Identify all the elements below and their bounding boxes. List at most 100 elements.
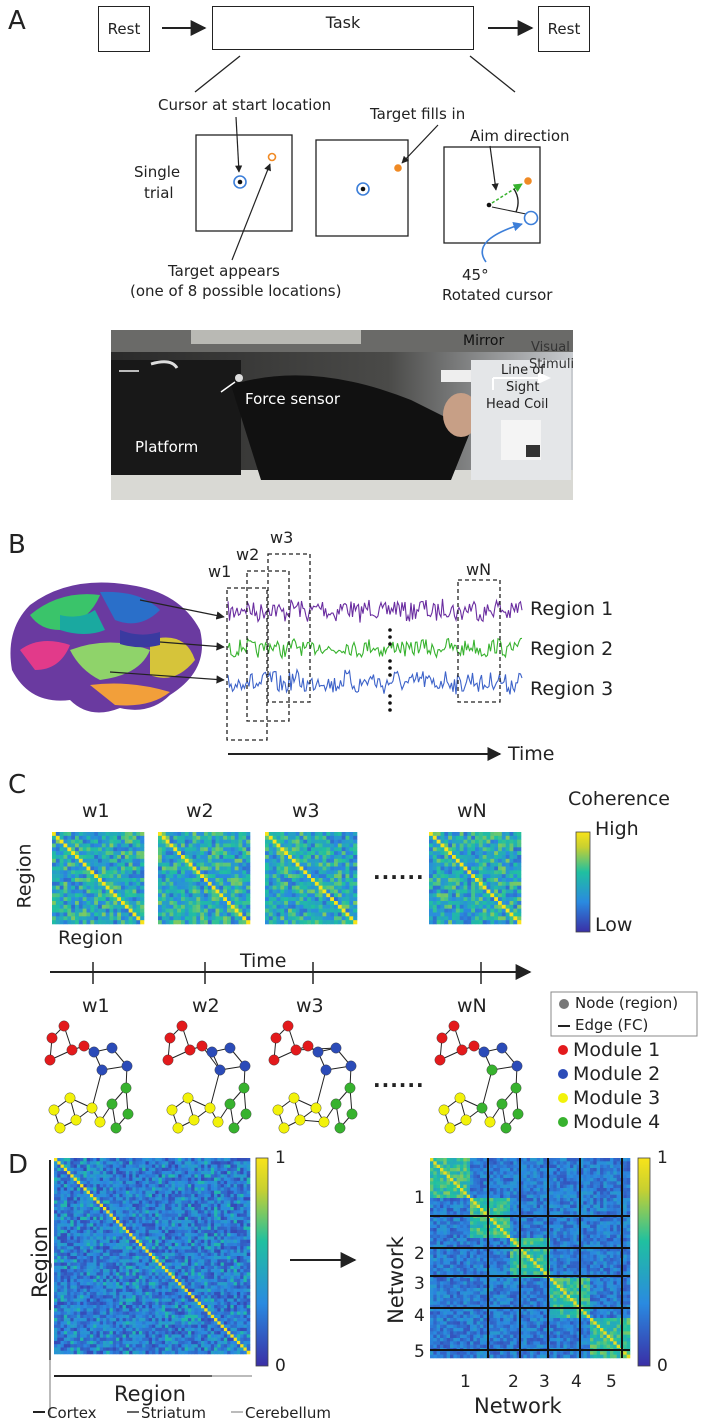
module-1-legend-label: Module 1 xyxy=(573,1039,661,1061)
rotated-path-line xyxy=(491,206,527,215)
matrix-w2-title: w2 xyxy=(186,800,214,822)
scanner-setup-photo: Mirror Visual Stimuli Line of Sight Head… xyxy=(111,330,573,500)
network-graph-w2 xyxy=(162,1020,252,1134)
window-w2-label: w2 xyxy=(236,545,260,564)
axis-label-w3: w3 xyxy=(296,995,324,1017)
module-3-legend-dot xyxy=(558,1093,568,1103)
rest-left-label: Rest xyxy=(107,20,141,38)
axis-label-w1: w1 xyxy=(82,995,110,1017)
edge-legend-label: Edge (FC) xyxy=(575,1016,649,1034)
window-wN-label: wN xyxy=(466,560,492,579)
coherence-colorbar xyxy=(575,831,591,933)
cursor-dot-2 xyxy=(360,186,366,192)
aim-direction-arrow xyxy=(491,183,523,204)
rotated-cursor-ring xyxy=(523,210,539,226)
start-location-ring-2 xyxy=(356,182,370,196)
force-sensor-label: Force sensor xyxy=(245,390,341,408)
rotation-angle-arc xyxy=(513,188,519,213)
target-open-1 xyxy=(267,152,277,162)
left-colorbar xyxy=(255,1157,269,1367)
region-2-label: Region 2 xyxy=(530,638,614,660)
matrix-ellipsis: ...... xyxy=(373,860,425,884)
matrix-region-xlabel: Region xyxy=(58,927,124,949)
network-row-label-4: 4 xyxy=(414,1306,425,1326)
cursor-dot-1 xyxy=(237,179,243,185)
colorbar-high-label: High xyxy=(595,818,639,840)
trial-box-1 xyxy=(195,134,293,232)
colorbar-low-label: Low xyxy=(595,914,633,936)
node-legend-label: Node (region) xyxy=(575,994,679,1012)
cortex-legend-label: Cortex xyxy=(47,1404,97,1422)
right-cbar-max: 1 xyxy=(657,1148,668,1168)
network-col-label-2: 2 xyxy=(508,1372,519,1392)
axis-label-w2: w2 xyxy=(192,995,220,1017)
matrix-w1-title: w1 xyxy=(82,800,110,822)
visual-stimuli-label-1: Visual xyxy=(531,340,570,355)
left-region-xlabel: Region xyxy=(114,1382,186,1406)
visual-stimuli-label-2: Stimuli xyxy=(529,357,573,372)
aim-direction-pointer xyxy=(489,145,499,191)
brain-surface xyxy=(10,582,202,713)
coherence-title: Coherence xyxy=(568,788,670,810)
window-wN-box xyxy=(457,579,501,703)
right-network-ylabel: Network xyxy=(383,1236,408,1324)
window-w3-box xyxy=(267,553,311,703)
right-network-xlabel: Network xyxy=(474,1394,562,1418)
window-w1-box xyxy=(226,587,268,741)
panel-c-diagram xyxy=(44,831,698,1134)
target-fills-pointer xyxy=(401,124,439,164)
right-colorbar xyxy=(637,1157,651,1367)
region-1-label: Region 1 xyxy=(530,598,614,620)
target-appears-pointer xyxy=(231,163,271,261)
network-ellipsis: ...... xyxy=(373,1068,425,1092)
panel-b-letter: B xyxy=(8,530,26,560)
task-label: Task xyxy=(325,13,361,32)
aim-direction-label: Aim direction xyxy=(470,127,570,145)
target-fills-label: Target fills in xyxy=(370,105,466,123)
head-coil-label: Head Coil xyxy=(486,397,549,412)
start-location-ring-1 xyxy=(233,175,247,189)
network-col-label-5: 5 xyxy=(606,1372,617,1392)
brain-arrow-region-1 xyxy=(139,599,225,620)
rotated-cursor-pointer xyxy=(481,221,523,263)
module-2-legend-label: Module 2 xyxy=(573,1063,661,1085)
axis-label-wN: wN xyxy=(457,995,487,1017)
network-row-label-5: 5 xyxy=(414,1342,425,1362)
scanner-setup-illustration xyxy=(111,330,573,500)
rotated-cursor-label: Rotated cursor xyxy=(442,286,553,304)
coherence-matrix-w3 xyxy=(265,832,358,925)
panel-d-diagram xyxy=(33,1157,651,1418)
region-3-label: Region 3 xyxy=(530,678,614,700)
striatum-legend-label: Striatum xyxy=(141,1404,206,1422)
target-filled-2 xyxy=(394,164,402,172)
panel-d-letter: D xyxy=(8,1150,29,1180)
rest-right-label: Rest xyxy=(547,20,581,38)
network-row-label-2: 2 xyxy=(414,1244,425,1264)
panel-b-time-label: Time xyxy=(508,743,555,765)
brain-arrow-region-2 xyxy=(159,641,225,651)
vertical-ellipsis-dots xyxy=(388,628,392,712)
module-3-legend-label: Module 3 xyxy=(573,1087,661,1109)
platform-label: Platform xyxy=(135,438,199,456)
panel-c-letter: C xyxy=(8,770,27,800)
angle-label: 45° xyxy=(462,266,489,284)
module-4-legend-label: Module 4 xyxy=(573,1111,661,1133)
network-col-label-4: 4 xyxy=(571,1372,582,1392)
network-graph-w1 xyxy=(44,1020,134,1134)
network-graph-wN xyxy=(434,1020,524,1134)
panel-a-diagram xyxy=(162,20,541,263)
cerebellum-legend-label: Cerebellum xyxy=(245,1404,331,1422)
target-appears-label-2: (one of 8 possible locations) xyxy=(130,282,342,300)
window-w3-label: w3 xyxy=(270,528,294,547)
coherence-matrix-w1 xyxy=(52,832,145,925)
network-row-label-1: 1 xyxy=(414,1188,425,1208)
network-fc-matrix xyxy=(430,1158,631,1359)
network-col-label-1: 1 xyxy=(460,1372,471,1392)
matrix-wN-title: wN xyxy=(457,800,487,822)
left-cbar-min: 0 xyxy=(275,1356,286,1376)
coherence-matrix-w2 xyxy=(158,832,251,925)
task-box: Task xyxy=(212,6,474,50)
region-3-timeseries xyxy=(227,668,523,695)
region-fc-matrix xyxy=(54,1158,251,1355)
rest-left-box: Rest xyxy=(98,6,150,52)
